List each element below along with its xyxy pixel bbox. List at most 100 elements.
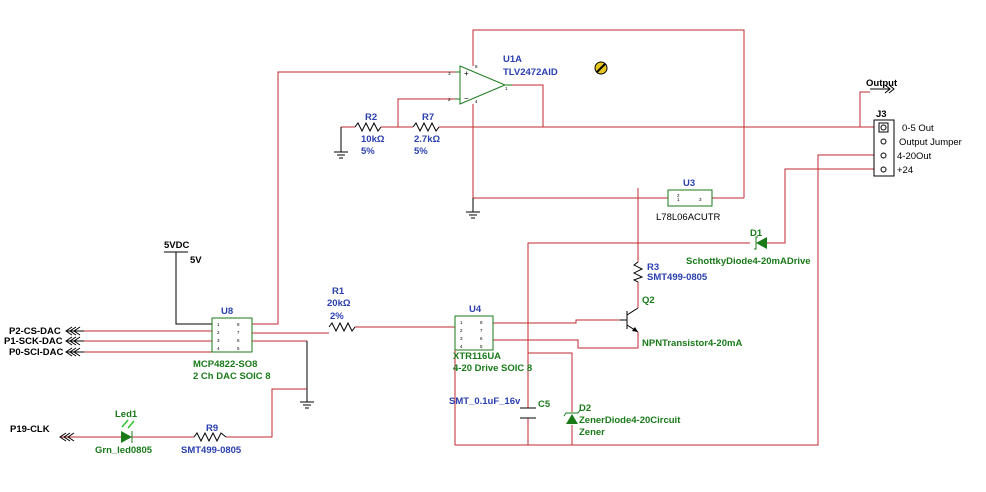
opamp-pin-2: 2 [448,97,451,102]
u8-part: MCP4822-SO8 [193,359,257,370]
opamp-plus-sign: + [464,69,469,78]
wire-output-marker[interactable] [859,91,874,128]
svg-text:7: 7 [480,328,483,333]
j3-pin-label-3: 4-20Out [897,151,932,162]
c5-part: SMT_0.1uF_16v [449,396,521,407]
svg-text:2: 2 [217,330,220,335]
d2-type: Zener [579,427,605,438]
r7-ref: R7 [422,112,434,123]
port-cs-label: P2-CS-DAC [9,326,61,337]
resistor-r1[interactable] [328,321,356,333]
resistor-r7[interactable] [412,121,440,133]
wire-r9-gnd[interactable] [226,388,307,438]
capacitor-c5[interactable] [520,407,536,419]
u3-ref: U3 [683,178,695,189]
wire-dac-vouta[interactable] [252,71,455,325]
wire-inverting-input[interactable] [397,98,455,127]
resistor-r3[interactable] [632,261,644,283]
power-5v-label: 5V [190,255,202,266]
svg-text:2: 2 [460,328,463,333]
port-cs[interactable] [65,326,84,336]
diode-d1[interactable] [754,236,767,250]
resistor-r9[interactable] [193,431,227,443]
wire-u4-emitter[interactable] [493,332,639,349]
wire-420-out[interactable] [528,154,874,446]
svg-text:5: 5 [480,344,483,349]
svg-text:4: 4 [460,344,463,349]
u8-desc: 2 Ch DAC SOIC 8 [193,371,271,382]
wire-feedback-top[interactable] [472,29,745,198]
resistor-r2[interactable] [354,121,382,133]
wire-u4-base[interactable] [493,319,620,324]
r1-value: 20kΩ [327,298,351,309]
transistor-q2[interactable] [620,307,639,333]
svg-text:8: 8 [237,322,240,327]
j3-ref: J3 [876,109,887,120]
r1-ref: R1 [332,286,345,297]
r3-part: SMT499-0805 [647,272,708,283]
u3-part: L78L06ACUTR [656,212,721,223]
port-sck[interactable] [65,336,84,346]
output-marker[interactable] [870,84,895,94]
c5-ref: C5 [538,399,551,410]
ground-opamp [466,211,480,219]
wire-group [60,29,874,446]
opamp-pin-8: 8 [475,64,478,69]
regulator-u3[interactable]: 1 2 3 [667,189,713,207]
svg-text:6: 6 [237,338,240,343]
power-5vdc-label: 5VDC [164,240,189,251]
r9-part: SMT499-0805 [181,445,242,456]
svg-text:3: 3 [699,197,702,202]
wire-24v[interactable] [767,168,874,244]
j3-pin-label-4: +24 [897,165,913,176]
svg-text:1: 1 [217,322,220,327]
wire-u4-gnd[interactable] [454,335,528,446]
opamp-u1a[interactable]: + − 3 2 8 4 1 [448,64,512,105]
u8-ref: U8 [221,306,233,317]
output-label: Output [866,78,898,89]
r2-value: 10kΩ [361,134,385,145]
r7-value: 2.7kΩ [414,134,440,145]
wire-d2-top[interactable] [528,352,573,412]
svg-text:8: 8 [480,320,483,325]
opamp-part: TLV2472AID [503,67,558,78]
connector-j3[interactable] [873,119,895,177]
wire-opamp-output[interactable] [512,84,544,127]
ground-r2 [334,151,348,159]
wire-opamp-supply[interactable] [472,104,668,199]
opamp-pin-1: 1 [505,86,508,91]
j3-pin-label-2: Output Jumper [899,137,962,148]
svg-text:4: 4 [217,346,220,351]
probe-icon[interactable] [594,61,608,75]
r2-ref: R2 [365,112,377,123]
r1-tolerance: 2% [330,311,344,322]
q2-ref: Q2 [642,295,655,306]
port-sci[interactable] [65,347,84,357]
svg-text:7: 7 [237,330,240,335]
d1-ref: D1 [750,228,763,239]
r2-tolerance: 5% [361,146,375,157]
svg-text:6: 6 [480,336,483,341]
diode-d2[interactable] [563,409,581,424]
svg-text:1: 1 [677,197,680,202]
port-clk[interactable] [59,432,75,442]
svg-text:5: 5 [237,346,240,351]
dac-u8[interactable]: 1 2 3 4 8 7 6 5 [211,317,253,353]
u4-part: XTR116UA [453,351,501,362]
wire-d1-u4[interactable] [527,242,750,332]
r7-tolerance: 5% [414,146,428,157]
port-sci-label: P0-SCI-DAC [9,347,64,358]
wire-5vdc[interactable] [175,252,212,325]
driver-u4[interactable]: 1 2 3 4 8 7 6 5 [454,315,494,351]
ground-u8 [300,401,314,409]
wire-d2-bottom[interactable] [528,425,573,446]
r9-ref: R9 [206,423,218,434]
led-led1[interactable] [113,419,137,443]
q2-part: NPNTransistor4-20mA [642,338,742,349]
port-sck-label: P1-SCK-DAC [4,336,63,347]
opamp-minus-sign: − [464,94,469,103]
u4-desc: 4-20 Drive SOIC 8 [453,363,532,374]
d2-part: ZenerDiode4-20Circuit [579,415,681,426]
d2-ref: D2 [579,403,591,414]
